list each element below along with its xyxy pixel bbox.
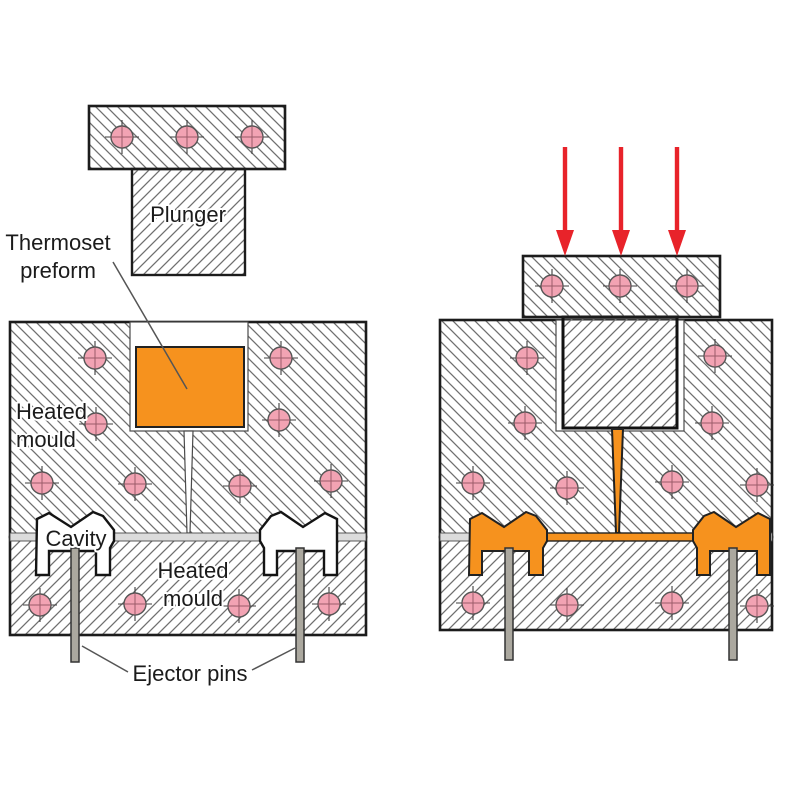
panel-before-pressing: Plunger Thermoset preform Heated mould C… xyxy=(3,104,368,688)
thermoset-preform-block xyxy=(135,346,245,428)
ejector-pin-right xyxy=(295,547,305,663)
ejector-leader-left xyxy=(81,645,129,673)
ejector-pin-right-diagram-right xyxy=(728,547,738,661)
panel-after-pressing xyxy=(438,147,775,661)
thermoset-preform-label-line1: Thermoset xyxy=(5,230,110,255)
force-arrow-icon xyxy=(556,147,574,256)
cavity-label: Cavity xyxy=(45,526,106,551)
ejector-pin-right-diagram-left xyxy=(504,547,514,661)
force-arrow-icon xyxy=(668,147,686,256)
force-arrow-icons xyxy=(556,147,686,256)
ejector-pins-right xyxy=(504,547,738,661)
heated-mould-left-label-line1: Heated xyxy=(16,399,87,424)
parting-line-runner xyxy=(9,532,367,542)
ejector-pins xyxy=(70,547,305,663)
ejector-leader-right xyxy=(251,647,296,671)
plunger-stem xyxy=(130,167,247,277)
preform-leader-line xyxy=(112,261,188,390)
molten-thermoset xyxy=(468,428,771,576)
heated-mould-left-label-line2: mould xyxy=(16,427,76,452)
heated-mould-bottom-label-line2: mould xyxy=(163,586,223,611)
thermoset-preform-label-line2: preform xyxy=(20,258,96,283)
left-lower-mould-block xyxy=(8,535,368,637)
heated-mould-bottom-label-line1: Heated xyxy=(158,558,229,583)
ejector-pin-left xyxy=(70,547,80,663)
runner-filled xyxy=(544,532,699,542)
plunger-pressed xyxy=(561,315,679,430)
right-lower-mould-block xyxy=(438,535,774,632)
force-arrow-icon xyxy=(612,147,630,256)
plunger-label: Plunger xyxy=(150,202,226,227)
ejector-pins-label: Ejector pins xyxy=(133,661,248,686)
